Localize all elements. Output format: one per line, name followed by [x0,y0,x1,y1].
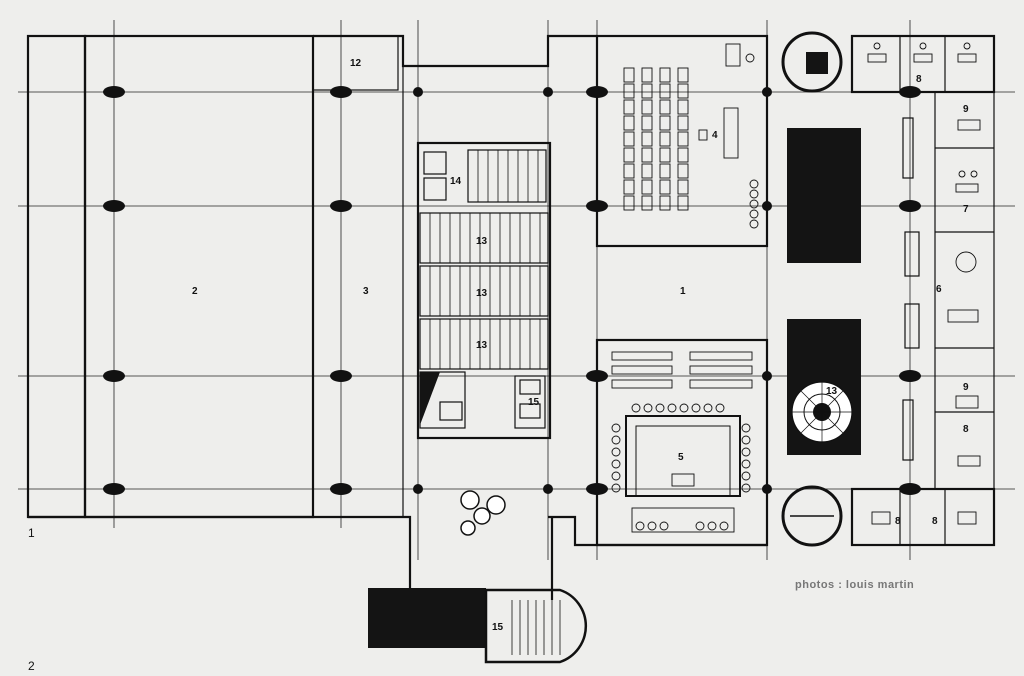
room-label: 15 [528,397,540,408]
room-label: 13 [826,386,838,397]
ramp-hatching [429,213,541,369]
central-core [416,141,552,440]
room-label: 15 [492,622,504,633]
service-block-upper [787,128,861,263]
room-label: 5 [678,452,684,463]
room-label: 9 [963,104,969,115]
room-label: 2 [192,286,198,297]
seating-block-4 [623,43,759,229]
room-label: 7 [963,204,969,215]
photo-credit: photos : louis martin [795,579,914,591]
room-label: 8 [916,74,922,85]
room-label: 1 [680,286,686,297]
room-label: 9 [963,382,969,393]
room-label: 8 [895,516,901,527]
exterior-walls [26,34,996,600]
room-label: 6 [936,284,942,295]
room-label: 13 [476,288,488,299]
core-lower [419,371,546,429]
room-label: 12 [350,58,362,69]
room-label: 13 [476,236,488,247]
figure-label-2: 2 [28,659,35,673]
room-label: 14 [450,176,462,187]
room-label: 3 [363,286,369,297]
spiral-stair [791,381,853,443]
seating-block-5 [611,351,753,533]
round-towers [781,31,843,547]
stair-top [423,149,547,203]
room-label: 13 [476,340,488,351]
planter [460,490,506,536]
entrance-wing [368,588,588,664]
structural-grid [18,20,1015,560]
office-furniture [867,42,981,525]
room-labels: 12 2 3 14 13 13 13 15 4 1 5 13 8 9 7 6 9… [192,58,969,633]
room-label: 4 [712,130,718,141]
structural-columns [103,86,921,495]
figure-label-1: 1 [28,526,35,540]
room-label: 8 [932,516,938,527]
room-label: 8 [963,424,969,435]
